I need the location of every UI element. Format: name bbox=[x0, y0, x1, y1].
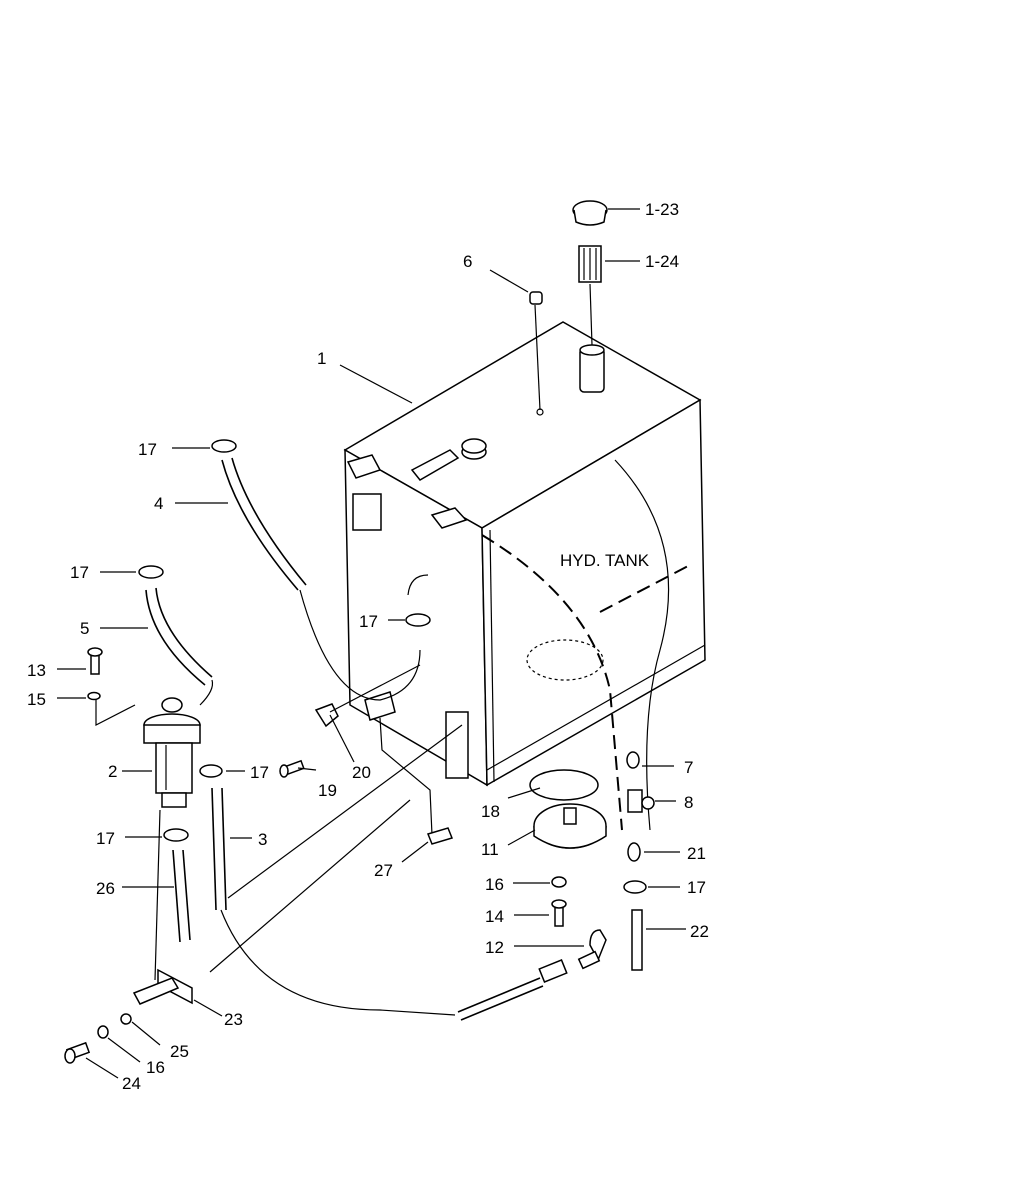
fitting bbox=[627, 842, 641, 862]
cover-flange bbox=[533, 803, 607, 849]
callout-2: 2 bbox=[108, 762, 117, 781]
clip bbox=[314, 703, 339, 728]
callout-labels: 1-23 1-24 6 1 17 4 17 5 17 13 15 2 17 19… bbox=[27, 200, 709, 1093]
callout-1-23: 1-23 bbox=[645, 200, 679, 219]
bracket bbox=[132, 968, 193, 1005]
clamp bbox=[405, 613, 431, 627]
bracket-27 bbox=[379, 717, 454, 845]
callout-18: 18 bbox=[481, 802, 500, 821]
callout-11: 11 bbox=[481, 840, 499, 859]
callout-24: 24 bbox=[122, 1074, 141, 1093]
plug bbox=[529, 291, 543, 305]
callout-17: 17 bbox=[250, 763, 269, 782]
tee-fitting bbox=[627, 789, 655, 813]
bolt bbox=[64, 1041, 91, 1064]
callout-5: 5 bbox=[80, 619, 89, 638]
callout-17: 17 bbox=[96, 829, 115, 848]
callout-3: 3 bbox=[258, 830, 267, 849]
callout-16: 16 bbox=[146, 1058, 165, 1077]
callout-7: 7 bbox=[684, 758, 693, 777]
callout-17: 17 bbox=[70, 563, 89, 582]
gasket bbox=[529, 769, 599, 801]
callout-16: 16 bbox=[485, 875, 504, 894]
hose-4 bbox=[211, 439, 307, 591]
callout-27: 27 bbox=[374, 861, 393, 880]
callout-12: 12 bbox=[485, 938, 504, 957]
hose-12 bbox=[457, 959, 568, 1021]
callout-25: 25 bbox=[170, 1042, 189, 1061]
pipe-22 bbox=[631, 909, 643, 971]
bolt bbox=[279, 759, 305, 778]
breather-cap bbox=[572, 200, 608, 226]
hydraulic-tank bbox=[343, 304, 706, 831]
callout-1: 1 bbox=[317, 349, 326, 368]
callout-13: 13 bbox=[27, 661, 46, 680]
callout-26: 26 bbox=[96, 879, 115, 898]
fitting bbox=[626, 751, 640, 769]
strainer bbox=[578, 245, 602, 283]
callout-17: 17 bbox=[359, 612, 378, 631]
callout-8: 8 bbox=[684, 793, 693, 812]
hose-5 bbox=[138, 565, 213, 686]
washer bbox=[120, 1013, 132, 1025]
callout-17: 17 bbox=[687, 878, 706, 897]
washer bbox=[551, 876, 567, 888]
callout-17: 17 bbox=[138, 440, 157, 459]
callout-15: 15 bbox=[27, 690, 46, 709]
callout-1-24: 1-24 bbox=[645, 252, 679, 271]
elbow-fitting bbox=[577, 929, 607, 970]
line-filter bbox=[95, 679, 214, 981]
washer bbox=[87, 691, 101, 701]
callout-21: 21 bbox=[687, 844, 706, 863]
hose-26 bbox=[172, 849, 191, 943]
callout-20: 20 bbox=[352, 763, 371, 782]
tank-label: HYD. TANK bbox=[560, 551, 650, 570]
callout-23: 23 bbox=[224, 1010, 243, 1029]
callout-4: 4 bbox=[154, 494, 163, 513]
washer bbox=[97, 1025, 109, 1039]
hose-3 bbox=[211, 787, 227, 911]
callout-19: 19 bbox=[318, 781, 337, 800]
callout-6: 6 bbox=[463, 252, 472, 271]
leader-lines bbox=[57, 208, 686, 1079]
callout-14: 14 bbox=[485, 907, 504, 926]
clamp bbox=[623, 880, 647, 894]
callout-22: 22 bbox=[690, 922, 709, 941]
